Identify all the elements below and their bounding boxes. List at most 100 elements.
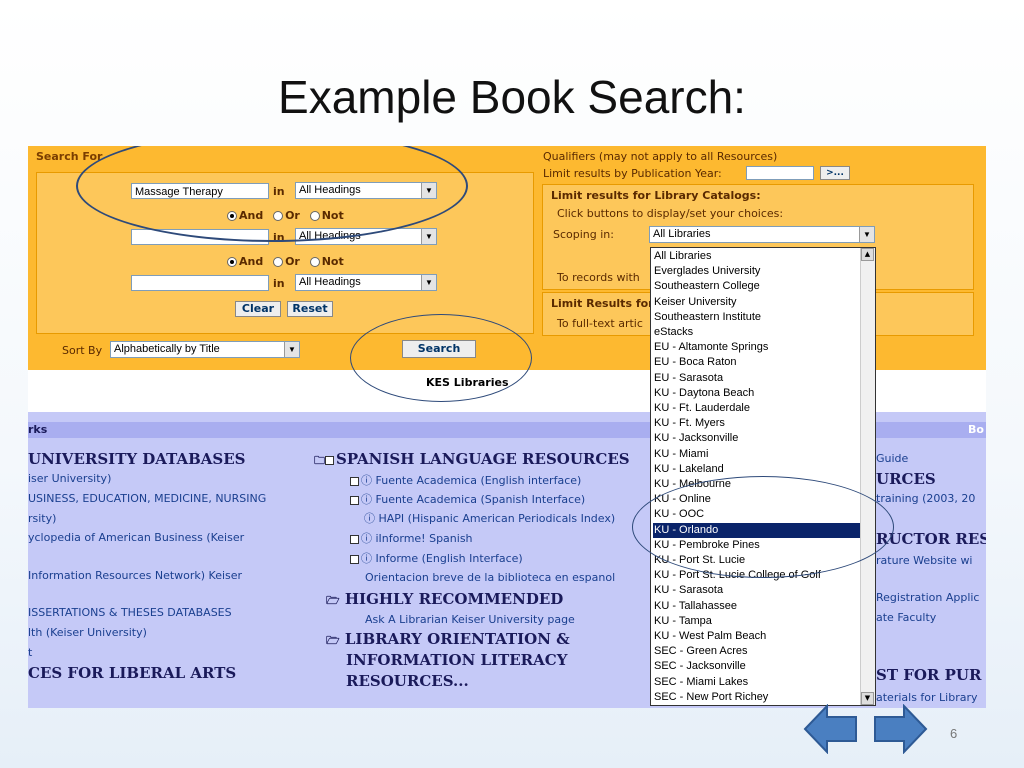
literature-link[interactable]: rature Website wi: [876, 554, 973, 567]
dropdown-option[interactable]: KU - Daytona Beach: [654, 386, 755, 399]
sort-select[interactable]: Alphabetically by Title▼: [110, 341, 300, 358]
field-select-3[interactable]: All Headings▼: [295, 274, 437, 291]
dropdown-option[interactable]: All Libraries: [654, 250, 712, 262]
or-label: Or: [285, 209, 300, 222]
checkbox[interactable]: [350, 534, 359, 544]
radio-and-1[interactable]: [227, 211, 237, 221]
limit-results-for-label: Limit Results for: [551, 297, 654, 310]
search-button[interactable]: Search: [402, 340, 476, 358]
reset-button[interactable]: Reset: [287, 301, 333, 317]
folder-open-icon: 🗁: [326, 594, 340, 607]
dropdown-option[interactable]: Everglades University: [654, 265, 761, 278]
dropdown-option[interactable]: KU - Tallahassee: [654, 599, 737, 612]
dropdown-option[interactable]: SEC - Jacksonville: [654, 660, 746, 673]
left-link-2[interactable]: USINESS, EDUCATION, MEDICINE, NURSING: [28, 492, 267, 505]
radio-or-1[interactable]: [273, 211, 284, 221]
mid-link-3[interactable]: ⓘ HAPI (Hispanic American Periodicals In…: [364, 510, 615, 526]
not-label: Not: [321, 255, 344, 268]
ask-librarian-link[interactable]: Ask A Librarian Keiser University page: [365, 613, 575, 626]
field-select-2[interactable]: All Headings▼: [295, 228, 437, 245]
dropdown-option[interactable]: EU - Altamonte Springs: [654, 341, 769, 354]
guide-link[interactable]: Guide: [876, 452, 909, 465]
forward-arrow-icon[interactable]: [872, 704, 928, 754]
dropdown-option[interactable]: KU - Port St. Lucie College of Golf: [654, 569, 821, 582]
left-link-8[interactable]: t: [28, 646, 33, 659]
left-link-7[interactable]: lth (Keiser University): [28, 626, 147, 639]
search-term-1-input[interactable]: Massage Therapy: [131, 183, 269, 199]
radio-or-2[interactable]: [273, 257, 284, 267]
dropdown-option[interactable]: KU - Sarasota: [654, 584, 724, 597]
dropdown-option[interactable]: EU - Boca Raton: [654, 356, 737, 369]
dropdown-option[interactable]: KU - Ft. Myers: [654, 417, 725, 430]
dropdown-option[interactable]: KU - Melbourne: [654, 478, 732, 490]
materials-link[interactable]: aterials for Library: [876, 691, 978, 704]
radio-and-2[interactable]: [227, 257, 237, 267]
dropdown-option[interactable]: KU - Ft. Lauderdale: [654, 402, 750, 414]
mid-link-4[interactable]: ⓘ iInforme! Spanish: [350, 530, 473, 546]
dropdown-option[interactable]: KU - Jacksonville: [654, 432, 739, 445]
dropdown-option[interactable]: KU - Orlando: [653, 522, 860, 538]
search-term-2-input[interactable]: [131, 229, 269, 245]
radio-not-2[interactable]: [309, 257, 320, 267]
pub-year-label: Limit results by Publication Year:: [543, 167, 722, 180]
mid-link-1[interactable]: ⓘ Fuente Academica (English interface): [350, 472, 581, 488]
dropdown-option[interactable]: EU - Sarasota: [654, 371, 724, 384]
mid-link-2[interactable]: ⓘ Fuente Academica (Spanish Interface): [350, 491, 585, 507]
field-select-1[interactable]: All Headings▼: [295, 182, 437, 199]
faculty-link[interactable]: ate Faculty: [876, 611, 937, 624]
dropdown-option[interactable]: KU - West Palm Beach: [654, 630, 767, 642]
not-label: Not: [321, 209, 344, 222]
dropdown-option[interactable]: Keiser University: [654, 295, 737, 308]
dropdown-option[interactable]: Southeastern Institute: [654, 310, 762, 323]
dropdown-option[interactable]: eStacks: [654, 326, 694, 338]
dropdown-option[interactable]: KU - Miami: [654, 447, 709, 460]
records-with-label: To records with: [557, 271, 640, 284]
qualifiers-header: Qualifiers (may not apply to all Resourc…: [543, 150, 778, 163]
catalog-limit-header: Limit results for Library Catalogs:: [551, 189, 761, 202]
left-link-5[interactable]: Information Resources Network) Keiser: [28, 569, 243, 582]
training-link[interactable]: training (2003, 20: [876, 492, 976, 505]
dropdown-option[interactable]: KU - Online: [654, 493, 711, 506]
left-link-6[interactable]: ISSERTATIONS & THESES DATABASES: [28, 606, 232, 619]
radio-not-1[interactable]: [309, 211, 320, 221]
mid-link-3-text: HAPI (Hispanic American Periodicals Inde…: [378, 512, 616, 525]
highly-recommended-heading: 🗁 HIGHLY RECOMMENDED: [326, 590, 563, 611]
catalog-limit-box: Limit results for Library Catalogs: Clic…: [542, 184, 974, 290]
clear-button[interactable]: Clear: [235, 301, 281, 317]
field-select-1-value: All Headings: [299, 184, 361, 196]
slide-title: Example Book Search:: [278, 71, 746, 123]
mid-link-6[interactable]: Orientacion breve de la biblioteca en es…: [365, 571, 616, 584]
dropdown-option[interactable]: SEC - New Port Richey: [654, 690, 769, 703]
checkbox[interactable]: [350, 495, 359, 505]
dropdown-option[interactable]: SEC - Miami Lakes: [654, 675, 749, 688]
left-link-1[interactable]: iser University): [28, 472, 112, 485]
dropdown-scrollbar[interactable]: ▲ ▼: [860, 248, 875, 705]
dropdown-option[interactable]: KU - Lakeland: [654, 462, 724, 475]
dropdown-option[interactable]: KU - Port St. Lucie: [654, 554, 746, 566]
checkbox[interactable]: [325, 455, 334, 465]
dropdown-option[interactable]: SEC - Green Acres: [654, 645, 748, 658]
left-link-3[interactable]: rsity): [28, 512, 57, 525]
mid-link-4-text: iInforme! Spanish: [375, 532, 473, 545]
checkbox[interactable]: [350, 476, 359, 486]
dropdown-option[interactable]: KU - Tampa: [654, 614, 712, 627]
left-link-4[interactable]: yclopedia of American Business (Keiser: [28, 531, 245, 544]
dropdown-option[interactable]: KU - OOC: [654, 508, 705, 521]
back-arrow-icon[interactable]: [803, 704, 859, 754]
scroll-down-icon[interactable]: ▼: [861, 692, 874, 705]
chevron-down-icon: ▼: [859, 227, 874, 242]
pub-year-go-button[interactable]: >...: [820, 166, 850, 180]
dropdown-option[interactable]: KU - Pembroke Pines: [654, 538, 760, 551]
dropdown-option[interactable]: Southeastern College: [654, 280, 760, 293]
registration-link[interactable]: Registration Applic: [876, 591, 980, 604]
pub-year-input[interactable]: [746, 166, 814, 180]
orientation-heading-3: RESOURCES...: [346, 672, 469, 690]
scoping-select[interactable]: All Libraries▼: [649, 226, 875, 243]
checkbox[interactable]: [350, 554, 359, 564]
mid-link-5[interactable]: ⓘ Informe (English Interface): [350, 550, 523, 566]
scroll-up-icon[interactable]: ▲: [861, 248, 874, 261]
field-select-3-value: All Headings: [299, 276, 361, 288]
search-term-3-input[interactable]: [131, 275, 269, 291]
in-label-1: in: [273, 185, 285, 198]
